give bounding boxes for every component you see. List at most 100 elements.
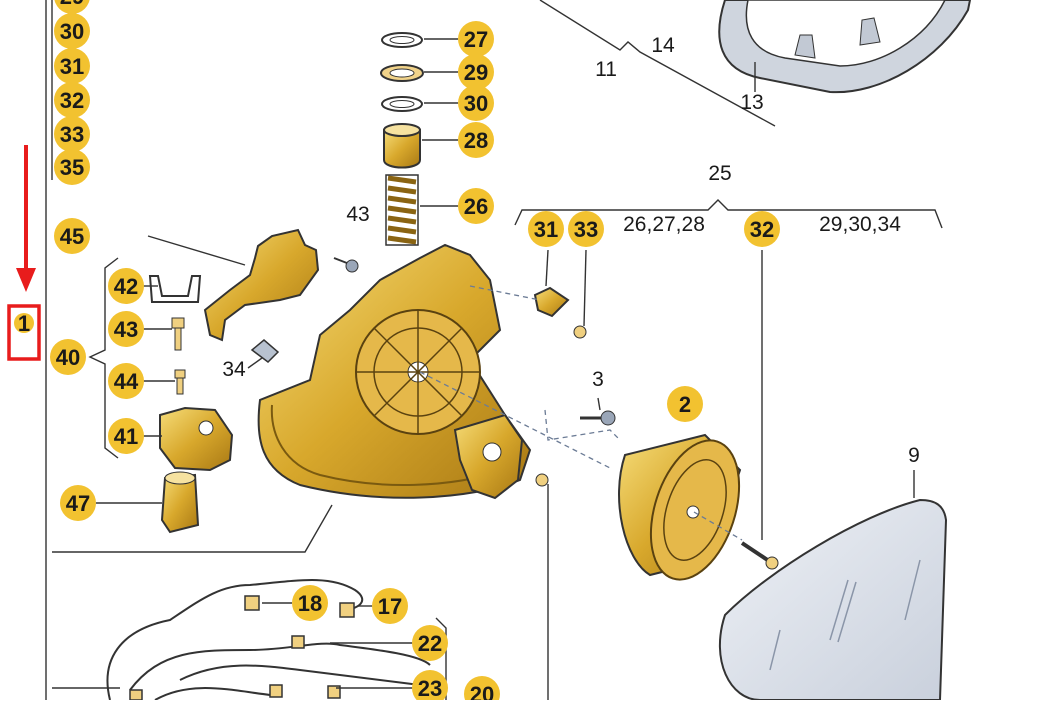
badge-circle (412, 670, 448, 705)
badge-text: 42 (114, 274, 138, 299)
bracket-25 (514, 199, 943, 229)
badge-text: 45 (60, 224, 84, 249)
badge-circle (464, 676, 500, 705)
part-label-l13: 13 (740, 91, 763, 114)
housing-leader-lines (539, 0, 776, 127)
badge-circle (744, 211, 780, 247)
badge-text: 47 (66, 491, 90, 516)
badge-text: 30 (464, 91, 488, 116)
highlight-box (7, 304, 41, 361)
badge-circle (458, 188, 494, 224)
badge-circle (568, 211, 604, 247)
mirror-housing-cover (718, 0, 972, 94)
badge-text: 33 (60, 122, 84, 147)
badge-text: 30 (60, 19, 84, 44)
part-badge-17: 17 (372, 588, 408, 624)
part-badge-30: 30 (458, 85, 494, 121)
bracket-group-40 (88, 235, 246, 459)
clip-42 (148, 275, 202, 303)
part-label-l9: 9 (908, 444, 920, 467)
adjustment-motor-2 (618, 433, 742, 581)
part-badge-29: 29 (458, 54, 494, 90)
badge-circle (108, 363, 144, 399)
part-badge-26: 26 (458, 188, 494, 224)
bolt-44 (174, 369, 186, 395)
badge-text: 43 (114, 317, 138, 342)
badge-text: 31 (534, 217, 558, 242)
badge-circle (372, 588, 408, 624)
badge-text: 17 (378, 594, 402, 619)
part-badge-35: 35 (54, 149, 90, 185)
part-label-l11: 11 (595, 58, 617, 81)
part-badge-44: 44 (108, 363, 144, 399)
badge-circle (108, 418, 144, 454)
harness-leader-lines (52, 602, 447, 700)
badge-text: 23 (418, 676, 442, 700)
badge-circle (458, 122, 494, 158)
mirror-base-assembly (257, 243, 532, 500)
badge-text: 32 (750, 217, 774, 242)
badge-circle (54, 48, 90, 84)
screw-31-33 (533, 249, 587, 339)
badge-circle (50, 339, 86, 375)
part-badge-27: 27 (458, 21, 494, 57)
part-badge-29: 29 (54, 0, 90, 14)
badge-text: 1 (18, 311, 30, 336)
badge-text: 22 (418, 631, 442, 656)
badge-circle (14, 313, 34, 333)
part-badge-1: 1 (14, 311, 34, 336)
badge-circle (54, 13, 90, 49)
badge-circle (54, 0, 90, 14)
badge-text: 40 (56, 345, 80, 370)
badge-circle (292, 585, 328, 621)
motor-screw-32 (740, 250, 779, 570)
part-label-l34: 34 (222, 358, 246, 381)
part-badge-43: 43 (108, 311, 144, 347)
badge-circle (458, 85, 494, 121)
badge-text: 18 (298, 591, 322, 616)
part-badge-40: 40 (50, 339, 86, 375)
badge-circle (667, 386, 703, 422)
bracket-part-45 (203, 228, 320, 342)
badge-text: 35 (60, 155, 84, 180)
spring-stack (380, 32, 424, 246)
badge-circle (60, 485, 96, 521)
badge-text: 44 (114, 369, 139, 394)
part-badge-18: 18 (292, 585, 328, 621)
part-label-l14: 14 (651, 34, 675, 57)
badge-text: 26 (464, 194, 488, 219)
part-badge-45: 45 (54, 218, 90, 254)
part-badge-31: 31 (528, 211, 564, 247)
index-spine-lines (45, 0, 53, 700)
badge-text: 28 (464, 128, 488, 153)
part-badge-33: 33 (54, 116, 90, 152)
badge-circle (108, 311, 144, 347)
part-badge-32: 32 (54, 82, 90, 118)
motor-47 (160, 471, 200, 534)
badge-text: 29 (60, 0, 84, 9)
badge-text: 41 (114, 424, 138, 449)
badge-circle (54, 116, 90, 152)
part-badge-2: 2 (667, 386, 703, 422)
part-badge-32: 32 (744, 211, 780, 247)
part-badge-42: 42 (108, 268, 144, 304)
part-label-l293034: 29,30,34 (819, 213, 901, 236)
mirror-glass-9 (718, 470, 948, 701)
screw-center (535, 473, 549, 700)
highlight-arrow (16, 145, 36, 292)
connectors (129, 595, 355, 701)
part-badge-22: 22 (412, 625, 448, 661)
badge-text: 33 (574, 217, 598, 242)
part-label-l3: 3 (592, 368, 604, 391)
badge-text: 20 (470, 682, 494, 700)
left-leader-lines (52, 285, 333, 553)
badge-circle (458, 21, 494, 57)
part-badge-30: 30 (54, 13, 90, 49)
badge-text: 32 (60, 88, 84, 113)
badge-circle (458, 54, 494, 90)
badge-circle (412, 625, 448, 661)
part-badge-20: 20 (464, 676, 500, 705)
badge-circle (54, 149, 90, 185)
